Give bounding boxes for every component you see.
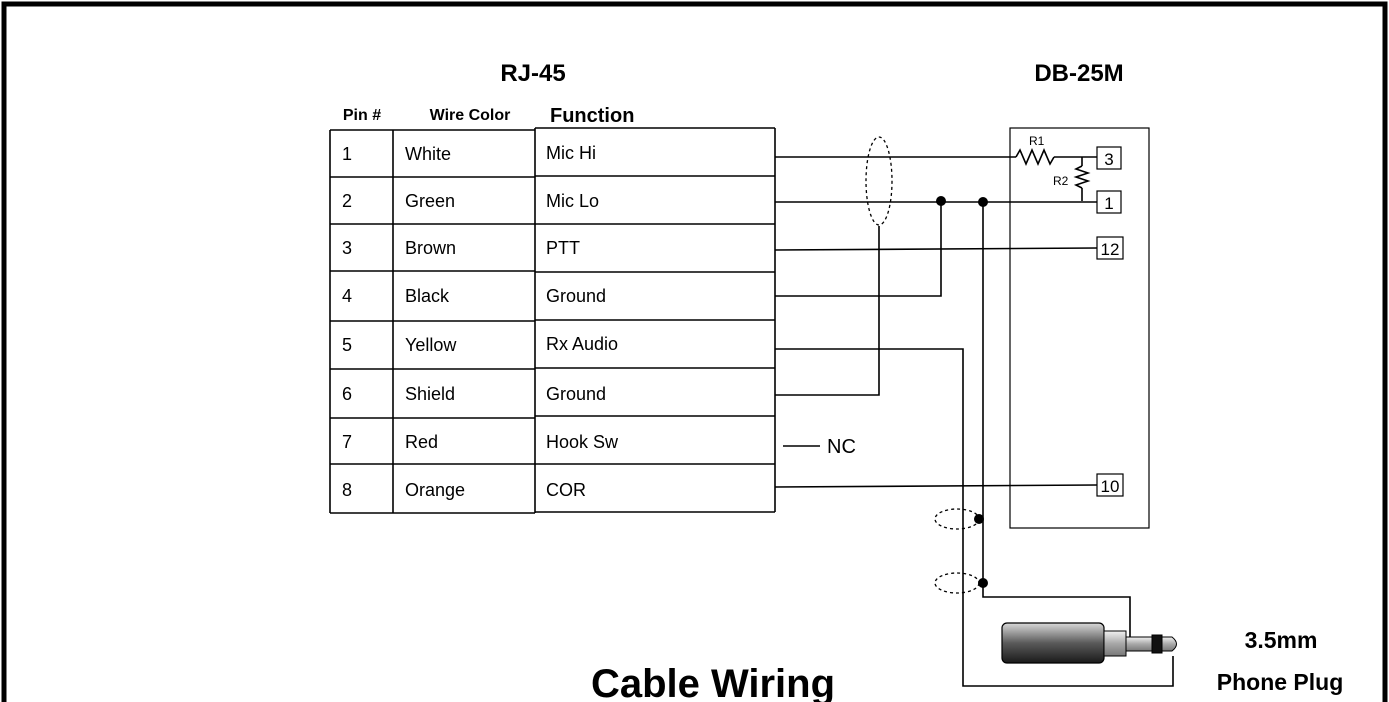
wire-ground-to-plug <box>982 202 1131 640</box>
pin-function: Ground <box>546 286 606 306</box>
wire-ground <box>775 201 942 297</box>
table-row: 1 White Mic Hi <box>342 143 596 164</box>
table-row: 7 Red Hook Sw <box>342 432 619 452</box>
pin-number: 1 <box>342 144 352 164</box>
pin-function: Mic Lo <box>546 191 599 211</box>
shield-ellipse-icon <box>934 508 980 530</box>
svg-text:3: 3 <box>1104 150 1113 169</box>
phone-plug-label-type: Phone Plug <box>1217 669 1344 695</box>
shield-ellipse-icon <box>934 572 980 594</box>
wire-color: White <box>405 144 451 164</box>
pin-number: 3 <box>342 238 352 258</box>
nc-label: NC <box>827 436 856 458</box>
db25-pin-10: 10 <box>1096 473 1124 497</box>
svg-text:1: 1 <box>1104 194 1113 213</box>
pin-function: PTT <box>546 238 580 258</box>
pin-function: Hook Sw <box>546 432 619 452</box>
pin-function: COR <box>546 480 586 500</box>
table-row: 8 Orange COR <box>342 480 586 500</box>
pin-number: 5 <box>342 335 352 355</box>
diagram-caption: Cable Wiring <box>591 662 835 702</box>
resistor-r2-label: R2 <box>1053 174 1069 188</box>
wire-color: Yellow <box>405 335 457 355</box>
pin-number: 4 <box>342 286 352 306</box>
table-row: 4 Black Ground <box>342 286 606 306</box>
wire-ptt <box>774 247 1098 251</box>
phone-plug-label-size: 3.5mm <box>1245 627 1318 653</box>
wire-rx-audio <box>775 348 1174 687</box>
column-header-wire-color: Wire Color <box>430 107 511 124</box>
svg-text:10: 10 <box>1101 477 1120 496</box>
wires <box>774 147 1174 687</box>
shield-ellipse-icon <box>865 136 893 226</box>
resistor-r2-icon <box>1073 165 1091 189</box>
pin-number: 2 <box>342 191 352 211</box>
wire-color: Red <box>405 432 438 452</box>
pin-number: 6 <box>342 384 352 404</box>
pin-function: Mic Hi <box>546 143 596 163</box>
table-row: 6 Shield Ground <box>342 384 606 404</box>
wire-color: Orange <box>405 480 465 500</box>
resistor-r1-label: R1 <box>1029 134 1045 148</box>
junction-dot <box>978 578 988 588</box>
db25-connector-body <box>1009 127 1150 529</box>
pin-number: 8 <box>342 480 352 500</box>
column-header-function: Function <box>550 105 634 127</box>
wire-shield <box>775 226 880 396</box>
table-row: 5 Yellow Rx Audio <box>342 334 618 355</box>
wire-color: Shield <box>405 384 455 404</box>
table-row: 2 Green Mic Lo <box>342 191 599 211</box>
wire-cor <box>774 484 1098 488</box>
phone-plug-icon <box>1001 622 1177 664</box>
junction-dot <box>978 197 988 207</box>
pin-function: Rx Audio <box>546 334 618 354</box>
table-row: 3 Brown PTT <box>342 238 580 258</box>
db25-pin-3: 3 <box>1096 146 1122 170</box>
resistor-r1-icon <box>1015 147 1055 167</box>
junction-dot <box>936 196 946 206</box>
db25-title: DB-25M <box>1034 60 1123 87</box>
rj45-pin-table <box>329 127 776 514</box>
wire-color: Green <box>405 191 455 211</box>
pin-function: Ground <box>546 384 606 404</box>
db25-pin-1: 1 <box>1096 190 1122 214</box>
wire-color: Brown <box>405 238 456 258</box>
wire-color: Black <box>405 286 450 306</box>
column-header-pin: Pin # <box>343 107 381 124</box>
pin-number: 7 <box>342 432 352 452</box>
rj45-title: RJ-45 <box>500 60 565 87</box>
svg-text:12: 12 <box>1101 240 1120 259</box>
db25-pin-12: 12 <box>1096 236 1124 260</box>
